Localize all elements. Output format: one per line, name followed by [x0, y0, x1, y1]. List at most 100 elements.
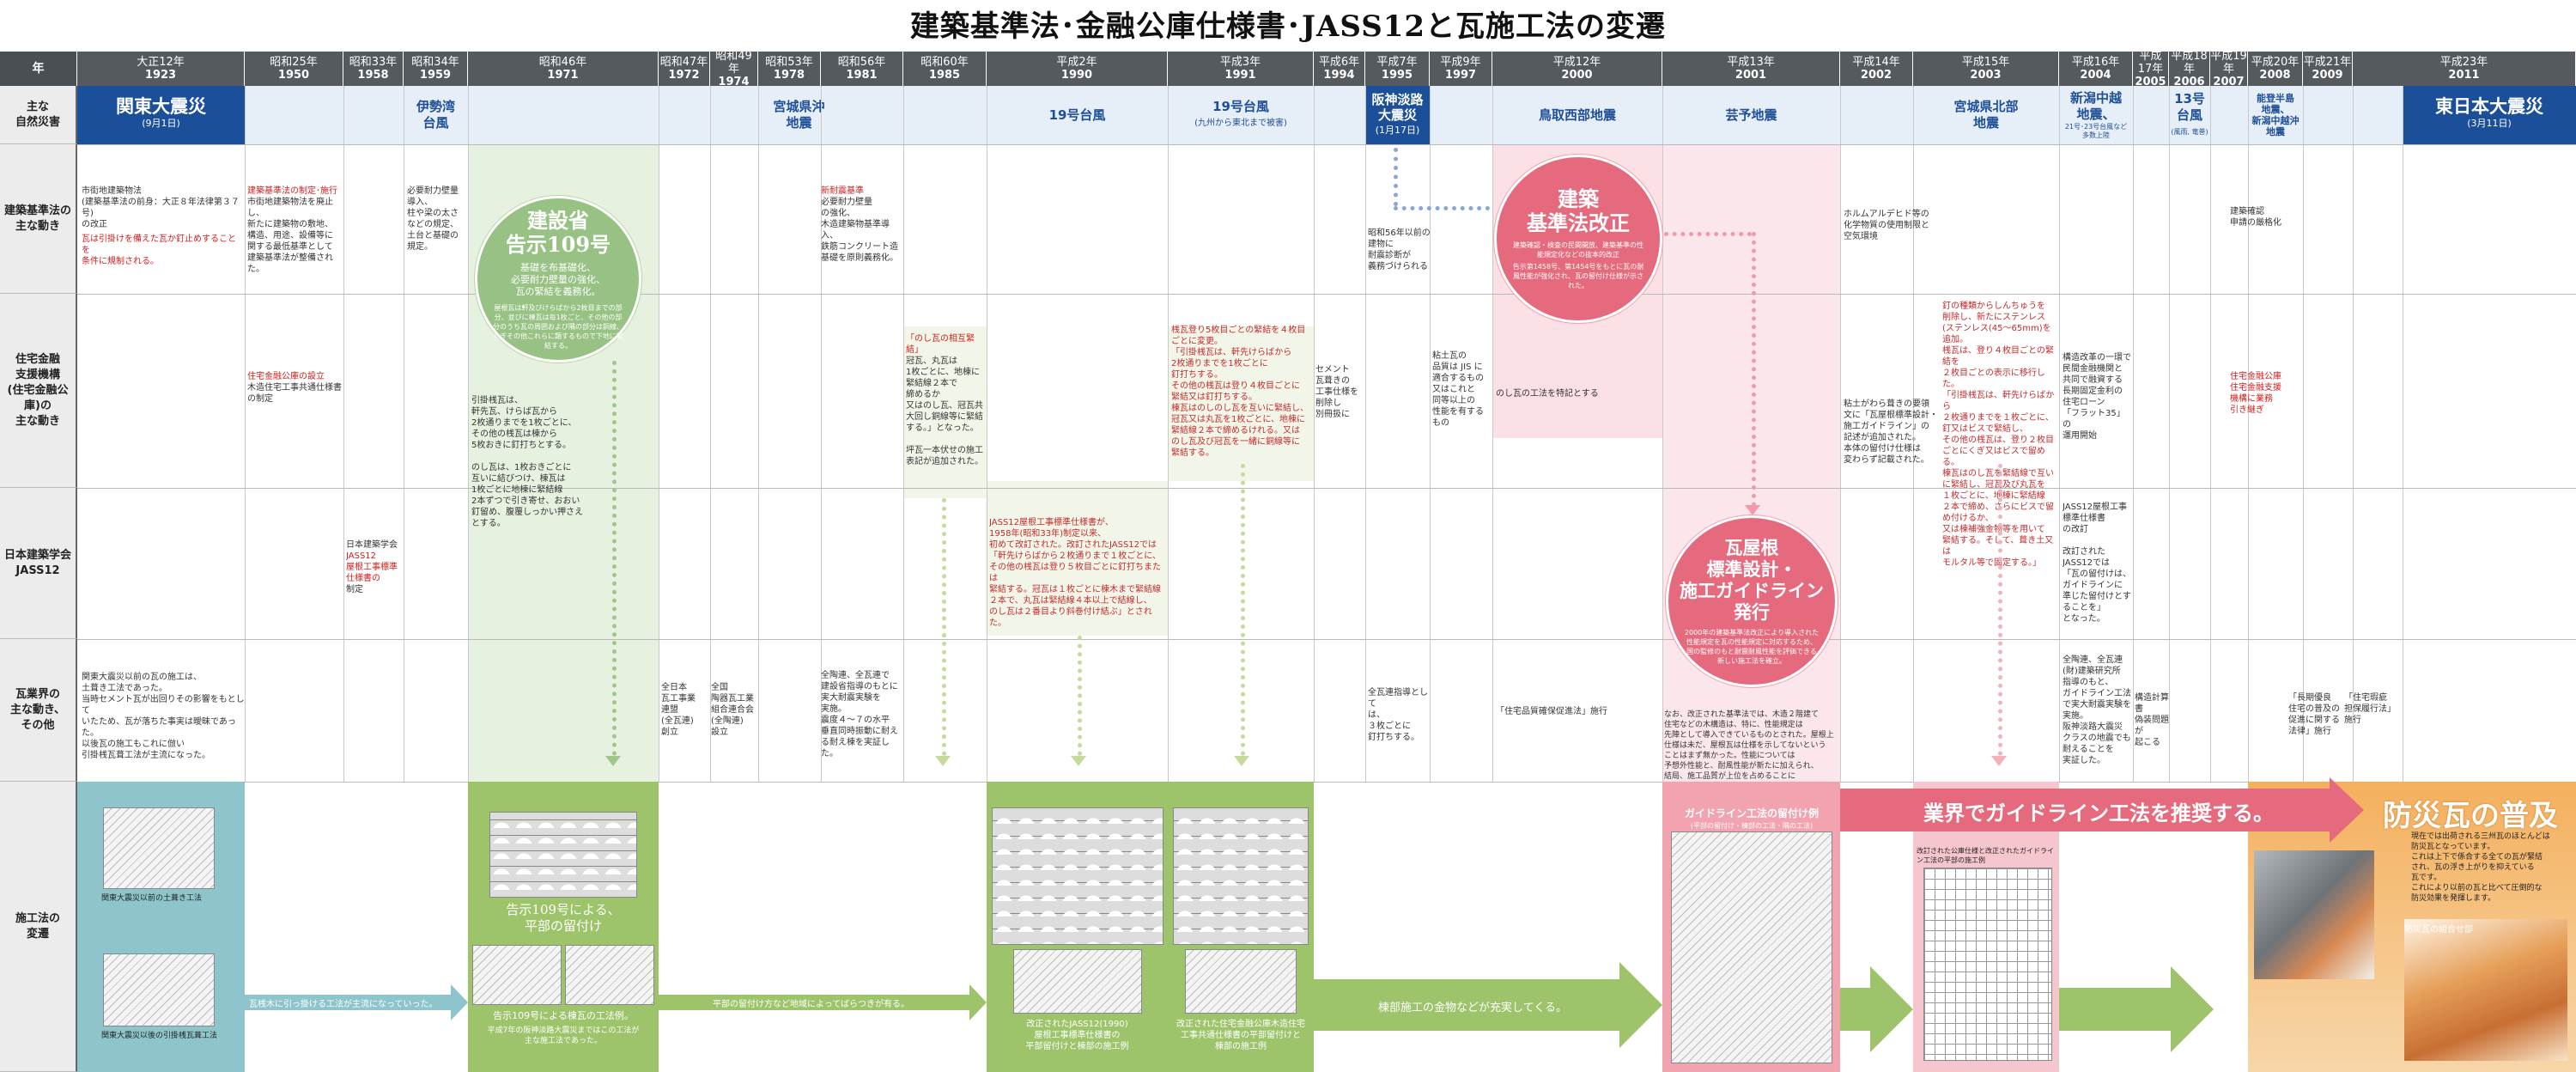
finance-1950: 住宅金融公庫の設立 木造住宅工事共通仕様書 の制定: [247, 371, 343, 405]
connector-2000-h: [1664, 232, 1752, 236]
year-era: 昭和60年: [920, 56, 969, 69]
finance-1950-red: 住宅金融公庫の設立: [247, 372, 325, 381]
arrow-2003: [1991, 756, 2007, 766]
disaster-band: [77, 86, 2576, 144]
jass-1958-text-b: 制定: [346, 585, 363, 594]
row-label-method: 施工法の 変遷: [0, 782, 77, 1072]
column-divider: [2169, 86, 2170, 782]
year-number: 1923: [144, 69, 177, 82]
law-2007: 建築確認 申請の厳格化: [2230, 207, 2281, 228]
finance-1994: セメント 瓦葺きの 工事仕様を 削除し 別冊扱に: [1315, 365, 1358, 419]
year-era: 平成17年: [2137, 49, 2164, 76]
column-divider: [2353, 86, 2354, 782]
connector-1991: [1241, 464, 1245, 756]
disaster-typhoon19b-note: (九州から東北まで被害): [1194, 119, 1287, 128]
circle-kaisei: 建築 基準法改正 建築確認・検査の民間開放、建築基準の性能規定化などの抜本的改正…: [1494, 155, 1662, 323]
column-divider: [1314, 86, 1315, 782]
industry-1981: 全陶連、全瓦連で 建設省指導のもとに 実大耐震実験を 実施。 震度４～７の水平 …: [821, 671, 898, 758]
caption-kokuji-mune: 告示109号による棟瓦の工法例。: [493, 1010, 634, 1021]
law-1981-red: 新耐震基準: [821, 186, 864, 196]
circle-guide-body: 2000年の建築基準法改正により導入された性能規定を瓦の性能規定に対応するため、…: [1684, 629, 1820, 665]
finance-2002: 粘土がわら葺きの要領 文に「瓦屋根標準設計・ 施工ガイドライン」の 記述が追加さ…: [1844, 399, 1938, 465]
row-label-industry-text: 瓦業界の 主な動き、 その他: [9, 687, 66, 732]
flow-arrow-4: [1840, 988, 1870, 1031]
year-number: 2005: [2135, 75, 2166, 88]
disaster-geiyo: 芸予地震: [1725, 107, 1777, 123]
disaster-noto: 能登半島 地震、 新潟中越沖 地震: [2251, 93, 2300, 137]
row-label-disaster-text: 主な 自然災害: [15, 100, 60, 129]
caption-hikkake: 関東大震災以後の引掛桟瓦葺工法: [101, 1032, 218, 1040]
year-era: 昭和25年: [270, 56, 318, 69]
shade-1985: [903, 326, 987, 498]
jass-2004: JASS12屋根工事 標準仕様書 の改訂 改訂された JASS12では 「瓦の留…: [2063, 502, 2131, 624]
disaster-typhoon19-1990: 19号台風: [1048, 107, 1106, 123]
column-divider: [2303, 86, 2304, 782]
disaster-typhoon19b-label: 19号台風: [1212, 99, 1269, 114]
circle-kokuji-sub: 基礎を布基礎化、 必要耐力壁量の強化、 瓦の緊結を義務化。: [511, 261, 605, 297]
flow-arrow-4-head: [1870, 966, 1913, 1052]
year-number: 1995: [1381, 69, 1413, 82]
year-number: 2003: [1970, 69, 2002, 82]
year-number: 1990: [1060, 69, 1093, 82]
year-number: 1997: [1444, 69, 1477, 82]
industry-1994: 全瓦連指導として は、 ３枚ごとに 釘打ちする。: [1368, 688, 1428, 742]
circle-kokuji-title: 建設省 告示109号: [505, 207, 611, 257]
year-number: 2008: [2259, 69, 2291, 82]
diagram-kouko-mune: [1185, 949, 1297, 1014]
arrow-1990: [1071, 756, 1086, 766]
year-number: 1971: [547, 69, 579, 82]
year-era: 昭和33年: [349, 56, 398, 69]
law-1950-red: 建築基準法の制定･施行: [247, 186, 337, 196]
caption-kobo-2003: 改訂された公庫仕様と改正されたガイドライン工法の平部の施工例: [1917, 847, 2054, 864]
arrow-1991: [1234, 756, 1249, 766]
column-divider: [1840, 86, 1841, 782]
row-label-law: 建築基準法の 主な動き: [0, 144, 77, 294]
jass-1958: 日本建築学会 JASS12 屋根工事標準 仕様書の 制定: [346, 539, 403, 595]
finance-1950-text: 木造住宅工事共通仕様書 の制定: [247, 383, 342, 404]
row-label-finance: 住宅金融 支援機構 (住宅金融公庫)の 主な動き: [0, 294, 77, 488]
connector-1985: [942, 498, 946, 756]
flow-arrow-5-head: [2171, 966, 2214, 1052]
year-era: 平成14年: [1852, 56, 1900, 69]
circle-kokuji-body: 屋根瓦は軒及びけらばから2枚目までの部分、並びに棟瓦は毎1枚ごと、その他の部分の…: [493, 303, 623, 350]
bosai-photo-1: [2254, 850, 2374, 979]
row-divider: [77, 144, 2576, 145]
year-era: 昭和56年: [837, 56, 886, 69]
year-number: 1974: [718, 75, 750, 88]
connector-hanshin: [1394, 148, 1398, 206]
year-era: 昭和34年: [411, 56, 459, 69]
flow-arrow-2-head: [969, 984, 987, 1020]
column-divider: [821, 86, 822, 782]
year-era: 平成6年: [1318, 56, 1360, 69]
disaster-typhoon13-note: (風雨, 竜巻): [2171, 127, 2208, 136]
bosai-photo-2: [2404, 919, 2567, 1061]
year-era: 平成3年: [1219, 56, 1261, 69]
year-number: 2011: [2448, 69, 2480, 82]
column-divider: [2133, 86, 2134, 782]
industry-1974: 全国 陶器瓦工業 組合連合会 (全陶連) 設立: [711, 683, 754, 737]
diagram-jass-hirabu: [992, 807, 1163, 945]
row-label-law-text: 建築基準法の 主な動き: [3, 204, 71, 233]
finance-2000: のし瓦の工法を特記とする: [1496, 389, 1599, 399]
circle-guideline: 瓦屋根 標準設計・ 施工ガイドライン 発行 2000年の建築基準法改正により導入…: [1666, 515, 1838, 687]
bosai-title: 防災瓦の普及: [2383, 799, 2558, 833]
shade-1990: [987, 481, 1168, 636]
column-divider: [2248, 86, 2249, 782]
disaster-niigata-note: 21号･23号台風など 多数上陸: [2064, 123, 2128, 139]
disaster-tottori: 鳥取西部地震: [1538, 107, 1616, 123]
caption-kokuji-title: 告示109号による、 平部の留付け: [506, 902, 621, 934]
column-divider: [1365, 86, 1366, 782]
year-number: 2009: [2312, 69, 2343, 82]
disaster-isewan: 伊勢湾 台風: [416, 99, 455, 131]
finance-2007-red2: 住宅金融支援 機構に業務 引き継ぎ: [2230, 383, 2281, 415]
flow-arrow-1-head: [451, 984, 468, 1020]
jass-1958-text: 日本建築学会: [346, 540, 398, 550]
